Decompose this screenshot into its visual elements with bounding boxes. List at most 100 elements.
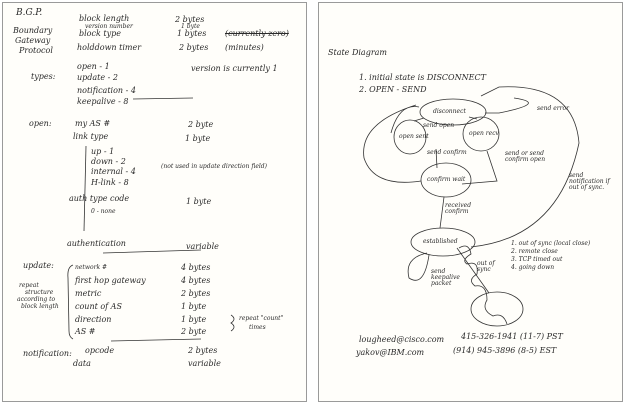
link-type: H-link - 8 — [91, 178, 129, 187]
field-size: 2 bytes — [175, 15, 205, 24]
field-name: my AS # — [75, 119, 111, 128]
section-label: update: — [23, 261, 54, 270]
type-item: open - 1 — [77, 62, 110, 71]
section-label: notification: — [23, 349, 72, 358]
field-size: 1 byte — [181, 315, 207, 324]
contact-email: yakov@IBM.com — [356, 348, 425, 357]
subtitle-line: Protocol — [19, 46, 53, 55]
section-label: types: — [31, 72, 56, 81]
transition-label: send confirm — [427, 149, 467, 156]
field-name: network # — [75, 264, 108, 271]
type-item: notification - 4 — [77, 86, 136, 95]
divider-line — [102, 249, 202, 254]
state-closed — [470, 291, 524, 327]
state-open-recv — [462, 116, 500, 152]
field-size: 2 byte — [188, 120, 214, 129]
left-page-strokes — [67, 97, 235, 342]
field-name: first hop gateway — [75, 276, 146, 285]
link-type: internal - 4 — [91, 167, 136, 176]
contact-phone: 415-326-1941 (11-7) PST — [461, 332, 563, 341]
link-type: down - 2 — [91, 157, 126, 166]
subtitle-line: Boundary — [13, 26, 53, 35]
field-name: count of AS — [75, 302, 122, 311]
field-name: metric — [75, 289, 102, 298]
field-size: 2 byte — [181, 327, 207, 336]
field-name: data — [73, 359, 91, 368]
scribble — [458, 245, 508, 325]
type-item: keepalive - 8 — [77, 97, 129, 106]
diagram-note: 2. OPEN - SEND — [359, 85, 427, 94]
field-size: 2 bytes — [179, 43, 209, 52]
bgp-notes-page: B.G.P. Boundary Gateway Protocol block l… — [2, 2, 307, 402]
field-size: 1 byte — [186, 197, 212, 206]
transition-label: send notification if out of sync. — [569, 172, 610, 191]
side-note: repeat — [19, 282, 39, 289]
state-disconnect — [419, 98, 487, 126]
reason-item: 3. TCP timed out — [511, 256, 563, 263]
divider-line — [132, 97, 194, 100]
link-note: (not used in update direction field) — [161, 163, 267, 170]
brace — [67, 264, 74, 340]
field-size: 2 bytes — [181, 289, 211, 298]
field-name: direction — [75, 315, 112, 324]
doc-title: B.G.P. — [16, 8, 43, 18]
field-name: block type — [79, 29, 121, 38]
contact-phone: (914) 945-3896 (8-5) EST — [453, 346, 557, 355]
state-confirm-wait — [420, 162, 472, 198]
field-name: block length — [79, 14, 130, 23]
field-note: (currently zero) — [225, 29, 289, 38]
state-diagram-page: State Diagram 1. initial state is DISCON… — [318, 2, 623, 402]
side-note: according to — [17, 296, 56, 303]
link-type: up - 1 — [91, 147, 115, 156]
types-note: version is currently 1 — [191, 64, 278, 73]
transition-label: out of sync — [477, 260, 495, 273]
field-size: 1 bytes — [177, 29, 207, 38]
field-size: 1 byte — [181, 23, 200, 30]
field-size: 1 byte — [181, 302, 207, 311]
field-name: link type — [73, 132, 109, 141]
contact-email: lougheed@cisco.com — [359, 335, 445, 344]
diagram-note: 1. initial state is DISCONNECT — [359, 73, 486, 82]
brace — [230, 314, 235, 332]
reason-item: 1. out of sync (local close) — [511, 240, 591, 247]
field-size: 2 bytes — [188, 346, 218, 355]
state-open-sent — [393, 119, 427, 155]
type-item: update - 2 — [77, 73, 118, 82]
side-note: structure — [25, 289, 54, 296]
state-label: disconnect — [433, 108, 466, 115]
state-label: confirm wait — [427, 176, 466, 183]
field-size: 4 bytes — [181, 276, 211, 285]
section-label: open: — [29, 119, 52, 128]
field-size: 4 bytes — [181, 263, 211, 272]
state-established — [410, 227, 476, 257]
field-size: variable — [186, 242, 219, 251]
transition-label: send open — [423, 122, 455, 129]
transition-label: send or send confirm open — [505, 150, 546, 163]
field-size: variable — [188, 359, 221, 368]
field-note: (minutes) — [225, 43, 264, 52]
transition-label: send keepalive packet — [431, 268, 460, 287]
field-name: auth type code — [69, 194, 130, 203]
divider-line — [110, 338, 202, 342]
reason-item: 4. going down — [511, 264, 555, 271]
state-label: established — [423, 238, 458, 245]
field-size: 1 byte — [185, 134, 211, 143]
diagram-title: State Diagram — [328, 48, 387, 57]
field-name: authentication — [67, 239, 126, 248]
field-name: opcode — [85, 346, 115, 355]
transition-label: send error — [537, 105, 570, 112]
reason-item: 2. remote close — [511, 248, 558, 255]
bracket-line — [83, 145, 87, 232]
repeat-note: times — [249, 324, 266, 331]
transition-label: received confirm — [445, 202, 472, 215]
side-note: block length — [21, 303, 59, 310]
subtitle-line: Gateway — [15, 36, 51, 45]
transition-arrows — [363, 86, 580, 294]
field-name: version number — [85, 23, 133, 30]
state-label: open recv — [469, 130, 499, 137]
state-label: open sent — [399, 133, 429, 140]
field-name: holddown timer — [77, 43, 142, 52]
state-diagram — [363, 86, 580, 327]
field-name: AS # — [75, 327, 96, 336]
auth-option: 0 - none — [91, 208, 116, 215]
